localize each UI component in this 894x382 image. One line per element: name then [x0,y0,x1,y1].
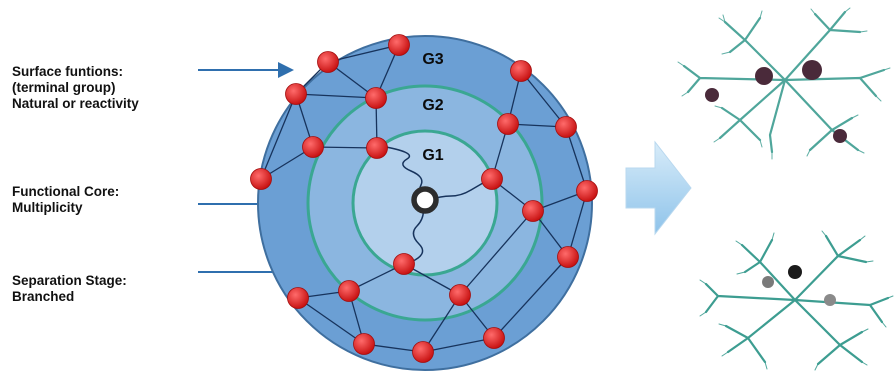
red-node-icon [366,137,388,159]
big-right-arrow-icon [625,140,692,236]
surface-functions-line-1: Surface funtions: [12,64,124,79]
molecule-payload-spots [762,265,836,306]
functional-core-line-1: Functional Core: [12,184,120,199]
generation-label-g2: G2 [422,97,443,114]
red-node-icon [388,34,410,56]
generation-label-g3: G3 [422,51,443,68]
surface-functions-line-3: Natural or reactivity [12,96,139,111]
red-node-icon [250,168,272,190]
red-node-icon [449,284,471,306]
surface-functions-label: Surface funtions: (terminal group) Natur… [12,64,139,112]
red-node-icon [393,253,415,275]
terminal-nodes [250,34,598,363]
red-node-icon [353,333,375,355]
red-node-icon [497,113,519,135]
red-node-icon [365,87,387,109]
red-node-icon [576,180,598,202]
dendrimer-molecule-icon [699,230,894,371]
generation-label-g1: G1 [422,147,443,164]
red-node-icon [412,341,434,363]
red-node-icon [302,136,324,158]
separation-stage-line-1: Separation Stage: [12,273,127,288]
red-node-icon [317,51,339,73]
separation-stage-label: Separation Stage: Branched [12,273,127,305]
red-node-icon [522,200,544,222]
red-node-icon [555,116,577,138]
red-node-icon [338,280,360,302]
molecule-payload-spots [705,60,847,143]
red-node-icon [287,287,309,309]
red-node-icon [481,168,503,190]
core-link-down [410,205,425,263]
functional-core-label: Functional Core: Multiplicity [12,184,119,216]
red-node-icon [510,60,532,82]
red-node-icon [557,246,579,268]
red-node-icon [483,327,505,349]
core-ring-icon [411,186,439,214]
dendrimer-molecule-icon [677,7,891,160]
functional-core-line-2: Multiplicity [12,200,83,215]
separation-stage-line-2: Branched [12,289,75,304]
red-node-icon [285,83,307,105]
core-link-right [428,177,493,201]
surface-functions-line-2: (terminal group) [12,80,116,95]
